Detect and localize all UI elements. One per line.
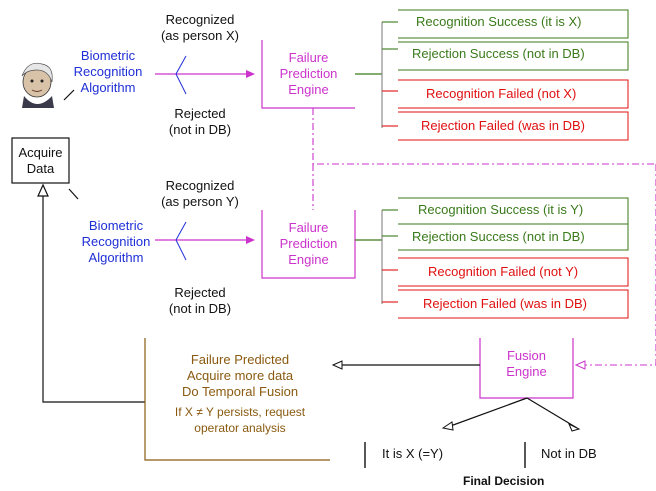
fpe-top-box xyxy=(261,40,355,109)
outcome-top-rejection-failed: Rejection Failed (was in DB) xyxy=(421,118,586,133)
recognized-top-line1: Recognized xyxy=(165,12,235,27)
outcome-bottom-recognition-failed: Recognition Failed (not Y) xyxy=(428,264,579,279)
rejected-bottom-label: Rejected (not in DB) xyxy=(150,285,250,317)
biometric-algorithm-top: Biometric Recognition Algorithm xyxy=(73,48,143,95)
fusion-link-line xyxy=(312,108,656,165)
outcome-bottom-rejection-failed: Rejection Failed (was in DB) xyxy=(423,296,588,311)
acquire-data-label: Acquire Data xyxy=(18,145,63,176)
decision-not-in-db: Not in DB xyxy=(541,446,597,461)
feedback-line xyxy=(42,186,145,403)
recognized-bottom-line2: (as person Y) xyxy=(161,194,239,209)
fusion-engine-label: Fusion Engine xyxy=(506,348,547,379)
decision-it-is: It is X (=Y) xyxy=(382,446,444,461)
outcome-bottom-rejection-success: Rejection Success (not in DB) xyxy=(412,229,585,244)
face-icon xyxy=(21,62,54,108)
biometric-algorithm-bottom: Biometric Recognition Algorithm xyxy=(81,218,151,265)
outcome-bottom-recognition-success: Recognition Success (it is Y) xyxy=(418,202,584,217)
rejected-top-line1: Rejected xyxy=(174,106,226,121)
failure-prediction-engine-top: Failure Prediction Engine xyxy=(279,50,338,97)
failure-prediction-engine-bottom: Failure Prediction Engine xyxy=(279,220,338,267)
rejected-top-line2: (not in DB) xyxy=(168,122,232,137)
failure-line-3: Do Temporal Fusion xyxy=(181,384,299,399)
recognized-top-line2: (as person X) xyxy=(160,28,240,43)
fpe-bottom-box xyxy=(261,210,356,279)
outcome-top-rejection-success: Rejection Success (not in DB) xyxy=(412,46,585,61)
final-decision-label: Final Decision xyxy=(463,474,545,488)
rejected-bottom-line1: Rejected xyxy=(174,285,226,300)
recognized-bottom-label: Recognized (as person Y) xyxy=(145,178,255,210)
feedback-arrowhead xyxy=(37,183,49,197)
recognized-bottom-line1: Recognized xyxy=(165,178,235,193)
rejected-top-label: Rejected (not in DB) xyxy=(150,106,250,138)
acquire-data-box xyxy=(11,137,70,184)
failure-box-border xyxy=(144,338,330,461)
failure-predicted-text: Failure Predicted Acquire more data Do T… xyxy=(150,352,330,436)
face-to-algo-arrow xyxy=(63,89,75,101)
outcome-top-recognition-success: Recognition Success (it is X) xyxy=(416,14,582,29)
failure-line-1: Failure Predicted xyxy=(190,352,290,367)
rejected-bottom-line2: (not in DB) xyxy=(168,301,232,316)
failure-line-2: Acquire more data xyxy=(186,368,294,383)
recognized-top-label: Recognized (as person X) xyxy=(145,12,255,44)
failure-line-4: If X ≠ Y persists, request xyxy=(174,405,306,419)
failure-line-5: operator analysis xyxy=(194,421,286,435)
outcome-top-recognition-failed: Recognition Failed (not X) xyxy=(426,86,577,101)
